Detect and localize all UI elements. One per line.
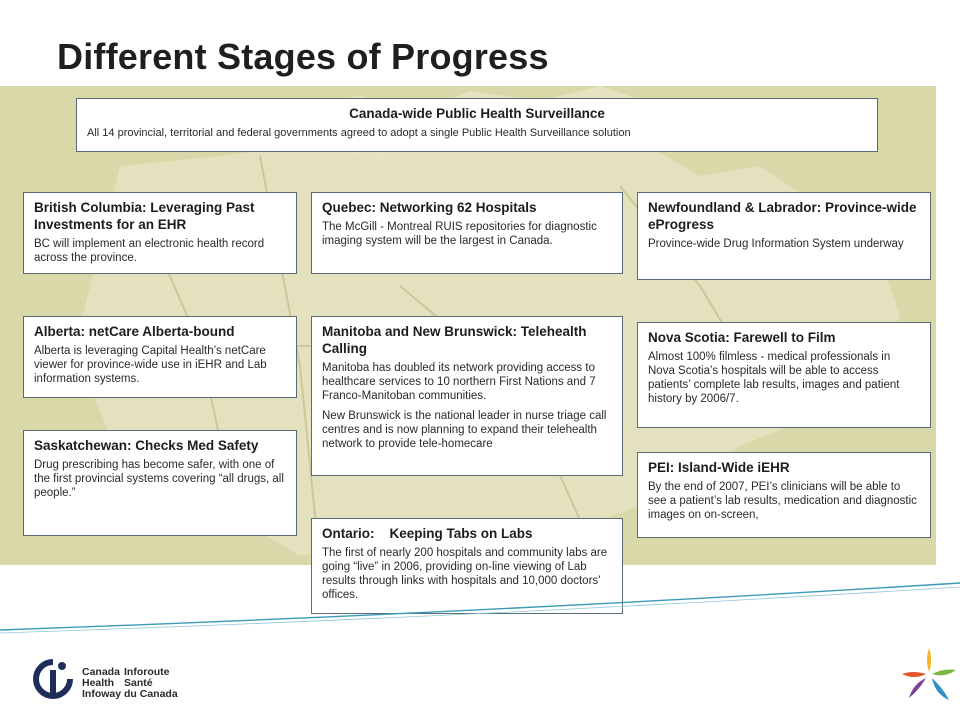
box-heading: Canada-wide Public Health Surveillance: [349, 106, 605, 121]
box-heading: Ontario: Keeping Tabs on Labs: [322, 526, 533, 541]
box-text: All 14 provincial, territorial and feder…: [87, 127, 631, 139]
box-heading: Saskatchewan: Checks Med Safety: [34, 438, 259, 453]
box-text: Drug prescribing has become safer, with …: [34, 459, 284, 499]
canada-health-infoway-logo: [32, 658, 74, 705]
box-heading: Nova Scotia: Farewell to Film: [648, 330, 836, 345]
map-panel: Canada-wide Public Health Surveillance A…: [0, 86, 960, 565]
box-pei: PEI: Island-Wide iEHR By the end of 2007…: [637, 452, 931, 538]
box-manitoba-new-brunswick: Manitoba and New Brunswick: Telehealth C…: [311, 316, 623, 476]
box-newfoundland: Newfoundland & Labrador: Province-wide e…: [637, 192, 931, 280]
box-text: New Brunswick is the national leader in …: [322, 410, 607, 450]
infoway-emblem-icon: [33, 659, 73, 699]
box-saskatchewan: Saskatchewan: Checks Med Safety Drug pre…: [23, 430, 297, 536]
box-text: Alberta is leveraging Capital Health’s n…: [34, 345, 267, 385]
box-british-columbia: British Columbia: Leveraging Past Invest…: [23, 192, 297, 274]
decorative-curve: [0, 582, 960, 634]
box-alberta: Alberta: netCare Alberta-bound Alberta i…: [23, 316, 297, 398]
box-quebec: Quebec: Networking 62 Hospitals The McGi…: [311, 192, 623, 274]
box-heading: Manitoba and New Brunswick: Telehealth C…: [322, 324, 587, 356]
box-heading: Newfoundland & Labrador: Province-wide e…: [648, 200, 917, 232]
box-text: Manitoba has doubled its network providi…: [322, 362, 596, 402]
logo-text-fr: Inforoute Santé du Canada: [124, 667, 178, 700]
logo-line: Health: [82, 677, 115, 689]
slide-title: Different Stages of Progress: [57, 36, 549, 77]
star-flower-icon: [902, 648, 956, 700]
box-canada-wide: Canada-wide Public Health Surveillance A…: [76, 98, 878, 152]
box-text: BC will implement an electronic health r…: [34, 238, 265, 264]
logo-line: du Canada: [124, 688, 178, 700]
logo-line: Inforoute: [124, 666, 170, 678]
box-heading: British Columbia: Leveraging Past Invest…: [34, 200, 255, 232]
logo-line: Infoway: [82, 688, 122, 700]
box-ontario-overflow: Ontario: Keeping Tabs on Labs The first …: [311, 518, 623, 614]
box-text: The first of nearly 200 hospitals and co…: [322, 547, 608, 601]
box-heading: Alberta: netCare Alberta-bound: [34, 324, 235, 339]
box-heading: Quebec: Networking 62 Hospitals: [322, 200, 537, 215]
box-nova-scotia: Nova Scotia: Farewell to Film Almost 100…: [637, 322, 931, 428]
logo-line: Canada: [82, 666, 120, 678]
box-text: By the end of 2007, PEI’s clinicians wil…: [648, 481, 917, 521]
logo-line: Santé: [124, 677, 153, 689]
box-text: The McGill - Montreal RUIS repositories …: [322, 221, 597, 247]
logo-text-en: Canada Health Infoway: [82, 667, 121, 700]
box-text: Almost 100% filmless - medical professio…: [648, 351, 900, 405]
box-heading: PEI: Island-Wide iEHR: [648, 460, 790, 475]
box-text: Province-wide Drug Information System un…: [648, 238, 904, 250]
